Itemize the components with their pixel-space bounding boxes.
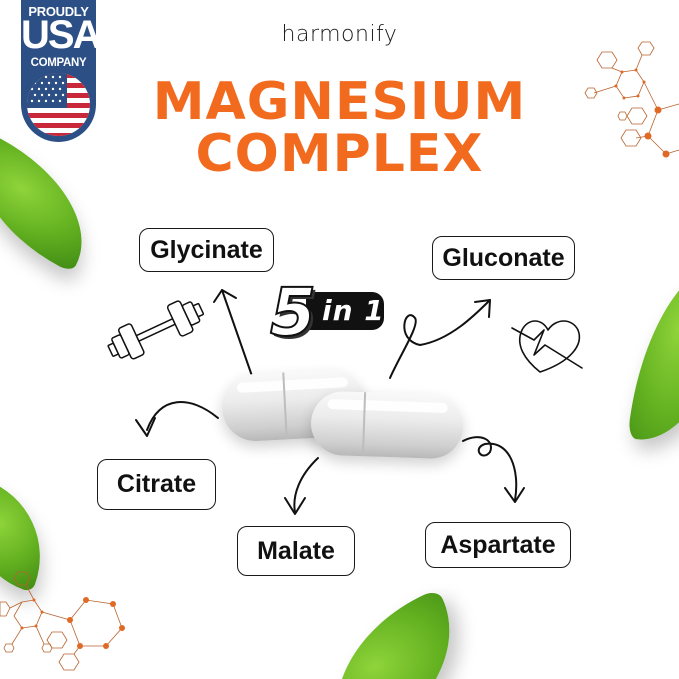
tag-glycinate: Glycinate [139, 228, 274, 272]
dumbbell-icon [107, 300, 205, 360]
badge-line-1: PROUDLY [28, 4, 89, 19]
tag-aspartate: Aspartate [425, 522, 571, 568]
tag-malate: Malate [237, 526, 355, 576]
arrow-to-aspartate [462, 436, 518, 501]
brand-logo: harmonify [281, 22, 398, 47]
badge-line-2: USA [21, 13, 96, 57]
tag-citrate: Citrate [97, 459, 216, 510]
capsule-front [309, 390, 465, 460]
heartbeat-icon [511, 320, 583, 373]
molecule-icon-top-right [584, 41, 679, 158]
arrow-to-glycinate [221, 289, 253, 377]
title-line-2: COMPLEX [195, 124, 484, 184]
arrow-to-gluconate [389, 299, 491, 379]
arrow-to-citrate [146, 401, 219, 431]
capsule-highlight [236, 377, 349, 393]
capsule-highlight [327, 398, 448, 414]
proudly-usa-company-badge: PROUDLY USA COMPANY [21, 0, 96, 142]
in-one-text: in 1 [322, 294, 385, 327]
five-in-one-badge: 5 in 1 [268, 273, 388, 352]
title-line-1: MAGNESIUM [152, 72, 527, 132]
molecule-icon-bottom-left [0, 571, 125, 671]
arrow-to-malate [293, 457, 319, 513]
tag-gluconate: Gluconate [432, 236, 575, 280]
badge-line-3: COMPANY [30, 57, 87, 69]
five-number: 5 [269, 273, 317, 352]
us-flag-icon [27, 73, 90, 136]
five-in-one-pill [306, 292, 384, 330]
